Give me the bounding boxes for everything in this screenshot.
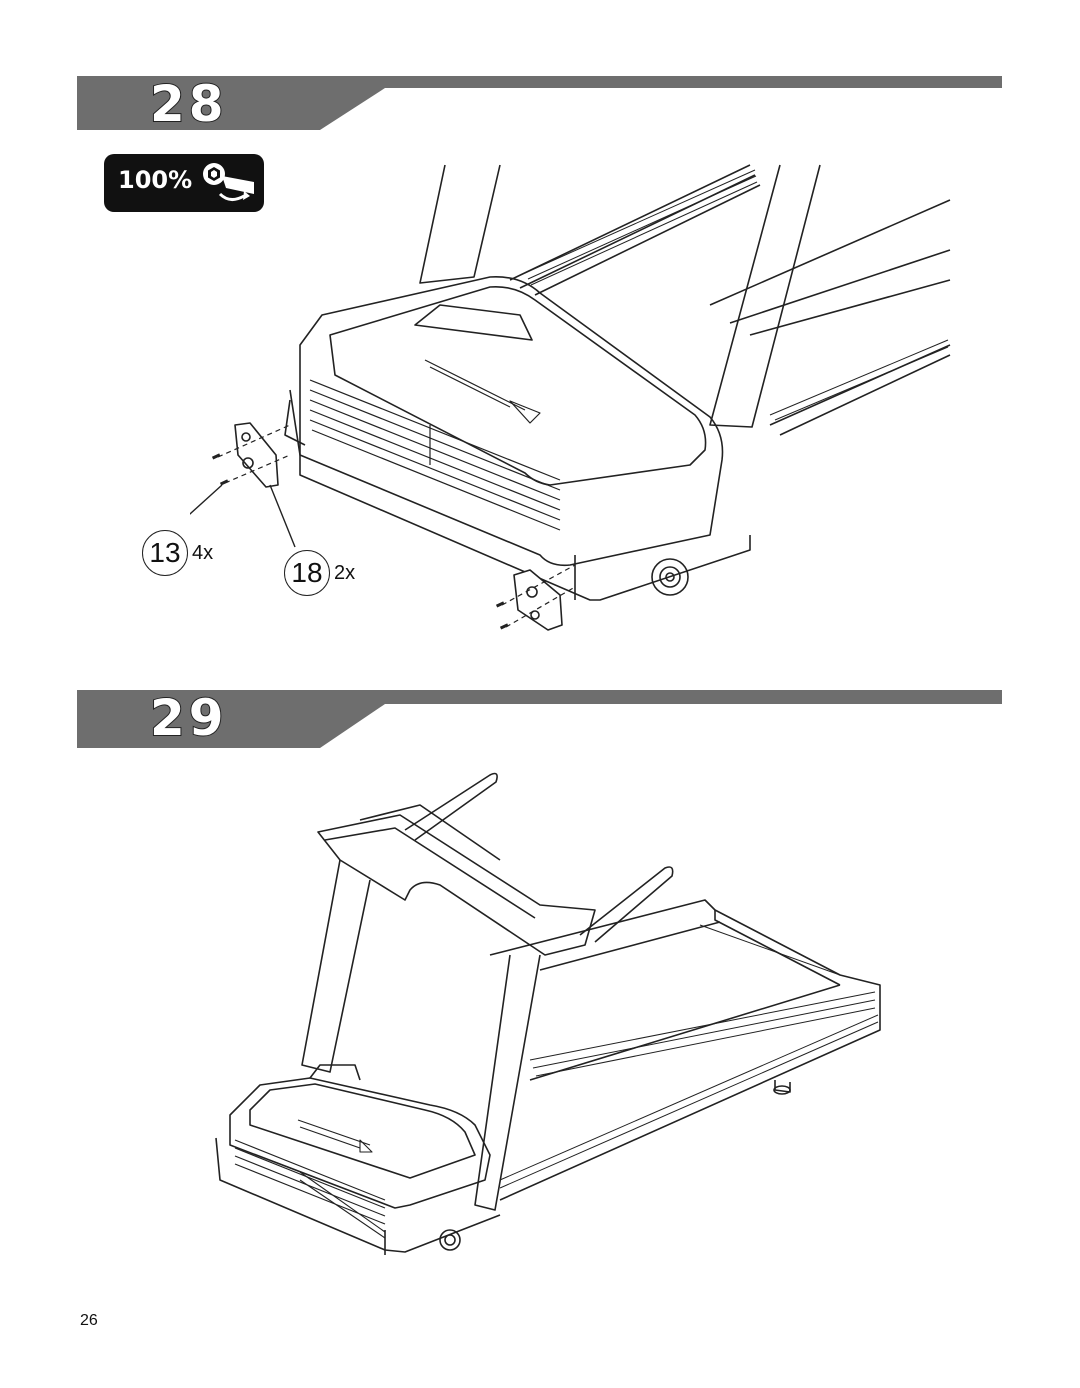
page-number: 26 [80, 1312, 98, 1329]
torque-label: 100% [118, 166, 193, 194]
step-number: 28 [149, 75, 228, 133]
callout-quantity: 2x [334, 561, 356, 584]
treadmill-rear-end-caps-illustration [190, 164, 951, 631]
step-banner-shape [77, 690, 1002, 748]
step-28-banner: 28 [0, 76, 1080, 136]
callout-part-number: 13 [142, 530, 188, 576]
callout-part-18: 18 2x [284, 550, 355, 596]
step-banner-shape [77, 76, 1002, 130]
step-29-banner: 29 [0, 690, 1080, 750]
torque-badge: 100% [104, 154, 264, 212]
treadmill-assembled-overview-illustration [215, 772, 881, 1255]
callout-part-13: 13 4x [142, 530, 213, 576]
wrench-tighten-icon [203, 163, 254, 201]
step-number: 29 [149, 689, 228, 747]
callout-part-number: 18 [284, 550, 330, 596]
callout-quantity: 4x [192, 541, 214, 564]
